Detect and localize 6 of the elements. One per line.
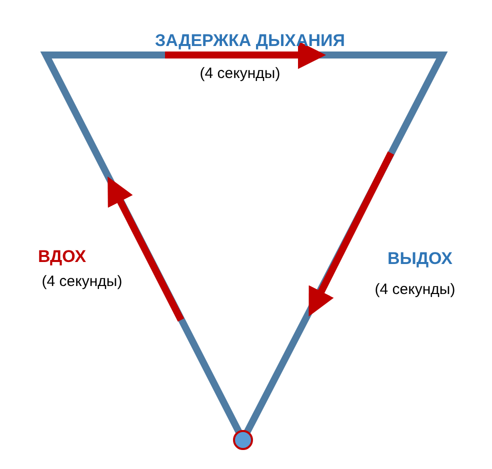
duration-text: (4 секунды) — [374, 282, 456, 298]
phase-title: ЗАДЕРЖКА ДЫХАНИЯ — [155, 32, 345, 51]
phase-title: ВДОХ — [38, 248, 86, 267]
duration-text: (4 секунды) — [200, 66, 280, 82]
phase-title: ВЫДОХ — [388, 250, 452, 269]
duration-text: (4 секунды) — [42, 274, 122, 290]
